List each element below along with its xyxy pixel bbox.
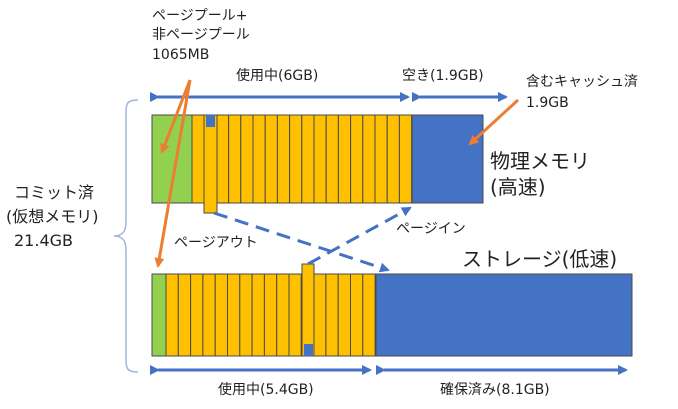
physical-pagein-marker [206, 115, 215, 127]
page-in-arrow [307, 206, 412, 266]
physical-memory-label-line2: (高速) [490, 175, 546, 199]
storage-page-block [263, 273, 278, 357]
physical-page-block [398, 114, 413, 204]
commit-label-line3: 21.4GB [14, 231, 73, 250]
physical-page-block [215, 114, 230, 204]
physical-page-block [264, 114, 278, 204]
physical-page-block [276, 114, 291, 204]
storage-page-block [177, 273, 192, 357]
physical-used-blocks [191, 114, 413, 204]
storage-page-block [190, 273, 204, 357]
storage-page-block [325, 273, 339, 357]
physical-pageout-block [203, 114, 218, 214]
physical-page-block [374, 114, 388, 204]
cache-pointer-arrow [468, 98, 520, 146]
physical-page-block [362, 114, 376, 204]
storage-page-block [337, 273, 352, 357]
commit-brace [113, 99, 139, 373]
storage-used-blocks [165, 273, 376, 357]
page-out-label: ページアウト [174, 235, 258, 251]
used-physical-label: 使用中(6GB) [236, 67, 318, 84]
physical-page-block [337, 114, 352, 204]
physical-page-block [301, 114, 315, 204]
physical-memory-label-line1: 物理メモリ [490, 149, 590, 173]
storage-pool-segment [151, 273, 167, 357]
storage-bar [151, 263, 633, 357]
pool-label-line3: 1065MB [152, 47, 209, 63]
storage-pagein-block [301, 263, 315, 357]
page-out-arrow [213, 211, 390, 273]
storage-page-block [227, 273, 241, 357]
reserved-storage-label: 確保済み(8.1GB) [440, 382, 550, 398]
physical-page-block [191, 114, 205, 204]
storage-page-block [350, 273, 364, 357]
cache-label-line2: 1.9GB [526, 95, 569, 111]
storage-page-block [251, 273, 265, 357]
storage-page-block [288, 273, 302, 357]
storage-page-block [276, 273, 290, 357]
storage-page-block [239, 273, 253, 357]
physical-page-block [325, 114, 339, 204]
physical-page-block [252, 114, 266, 204]
cache-label-line1: 含むキャッシュ済 [526, 74, 638, 90]
physical-page-block [313, 114, 327, 204]
page-in-label: ページイン [396, 221, 466, 237]
pool-label-line1: ページプール+ [152, 8, 247, 24]
storage-page-block [165, 273, 179, 357]
physical-memory-bar [151, 114, 484, 214]
storage-reserved-segment [375, 273, 633, 357]
storage-pagein-marker [304, 344, 313, 356]
physical-page-block [240, 114, 254, 204]
pool-label-line2: 非ページプール [152, 27, 250, 43]
physical-free-segment [411, 114, 484, 204]
pool-pointer-arrow-physical [160, 79, 192, 154]
storage-label: ストレージ(低速) [462, 247, 617, 271]
storage-page-block [362, 273, 376, 357]
storage-page-block [313, 273, 327, 357]
commit-label-line2: (仮想メモリ) [6, 207, 99, 226]
physical-page-block [350, 114, 364, 204]
commit-label-line1: コミット済 [14, 183, 94, 202]
storage-page-block [214, 273, 228, 357]
storage-page-block [202, 273, 216, 357]
physical-page-block [228, 114, 242, 204]
physical-page-block [386, 114, 400, 204]
used-storage-label: 使用中(5.4GB) [218, 381, 314, 398]
free-physical-label: 空き(1.9GB) [402, 68, 484, 84]
pool-pointer-arrow-storage [154, 79, 192, 268]
physical-page-block [289, 114, 303, 204]
